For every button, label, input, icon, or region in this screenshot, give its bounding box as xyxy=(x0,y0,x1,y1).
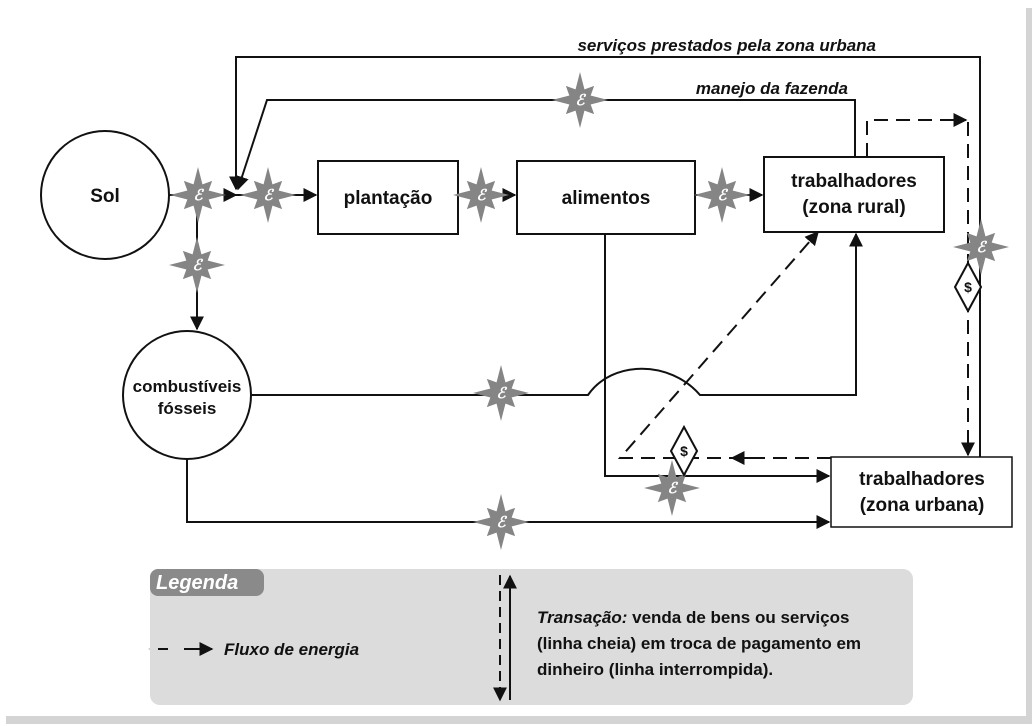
sol-label: Sol xyxy=(90,186,120,207)
trab-rural-label-2: (zona rural) xyxy=(802,197,905,218)
combustiveis-label-2: fósseis xyxy=(158,399,217,418)
svg-text:ℰ: ℰ xyxy=(575,91,586,109)
svg-text:ℰ: ℰ xyxy=(193,186,204,204)
star-manejo-icon: ℰ xyxy=(552,72,608,128)
plantacao-node xyxy=(317,160,459,235)
label-servicos-urbana: serviços prestados pela zona urbana xyxy=(577,36,876,55)
svg-text:ℰ: ℰ xyxy=(496,513,507,531)
flow-combustiveis-urbana xyxy=(186,459,831,529)
plantacao-label: plantação xyxy=(344,188,433,209)
svg-text:ℰ: ℰ xyxy=(667,479,678,497)
money-diamond-urbana-icon: $ xyxy=(669,424,699,478)
svg-text:ℰ: ℰ xyxy=(496,384,507,402)
legend-transaction-line2: (linha cheia) em troca de pagamento em xyxy=(537,634,861,653)
legend-title: Legenda xyxy=(156,572,238,594)
star-alimentos-rural-icon: ℰ xyxy=(694,167,750,223)
legend-energy-label: Fluxo de energia xyxy=(224,640,359,659)
trab-urbana-label-1: trabalhadores xyxy=(859,469,985,490)
svg-text:ℰ: ℰ xyxy=(263,186,274,204)
trab-urbana-node xyxy=(830,456,1013,528)
trab-rural-label-1: trabalhadores xyxy=(791,171,917,192)
svg-text:ℰ: ℰ xyxy=(717,186,728,204)
flow-alimentos-urbana xyxy=(604,234,831,483)
label-manejo-fazenda: manejo da fazenda xyxy=(696,79,848,98)
alimentos-node xyxy=(516,160,696,235)
flow-combustiveis-rural xyxy=(251,232,863,396)
svg-text:ℰ: ℰ xyxy=(976,238,987,256)
svg-text:ℰ: ℰ xyxy=(192,256,203,274)
star-sol-out-icon: ℰ xyxy=(170,167,226,223)
trab-urbana-label-2: (zona urbana) xyxy=(860,495,985,516)
legend-panel xyxy=(150,569,913,705)
money-urbana-to-rural xyxy=(617,230,831,459)
legend-title-tab xyxy=(150,569,264,596)
legend-transaction-line3: dinheiro (linha interrompida). xyxy=(537,660,773,679)
legend-transaction-line1: Transação: venda de bens ou serviços xyxy=(537,608,849,627)
star-plantacao-alimentos-icon: ℰ xyxy=(453,167,509,223)
star-to-plantacao-icon: ℰ xyxy=(240,167,296,223)
alimentos-label: alimentos xyxy=(562,188,651,209)
star-servicos-urbana-icon: ℰ xyxy=(953,219,1009,275)
money-diamond-rural-icon: $ xyxy=(953,260,983,314)
trab-rural-node xyxy=(763,156,945,233)
star-combustiveis-rural-icon: ℰ xyxy=(473,365,529,421)
svg-text:$: $ xyxy=(964,279,972,295)
star-sol-combustiveis-icon: ℰ xyxy=(169,237,225,293)
star-combustiveis-urbana-icon: ℰ xyxy=(473,494,529,550)
svg-text:ℰ: ℰ xyxy=(476,186,487,204)
legend-transaction-term: Transação: xyxy=(537,608,627,627)
combustiveis-label-1: combustíveis xyxy=(133,377,242,396)
star-alimentos-urbana-icon: ℰ xyxy=(644,460,700,516)
money-rural-to-urbana xyxy=(866,113,968,157)
svg-text:$: $ xyxy=(680,443,688,459)
legend-transaction-rest: venda de bens ou serviços xyxy=(627,608,849,627)
